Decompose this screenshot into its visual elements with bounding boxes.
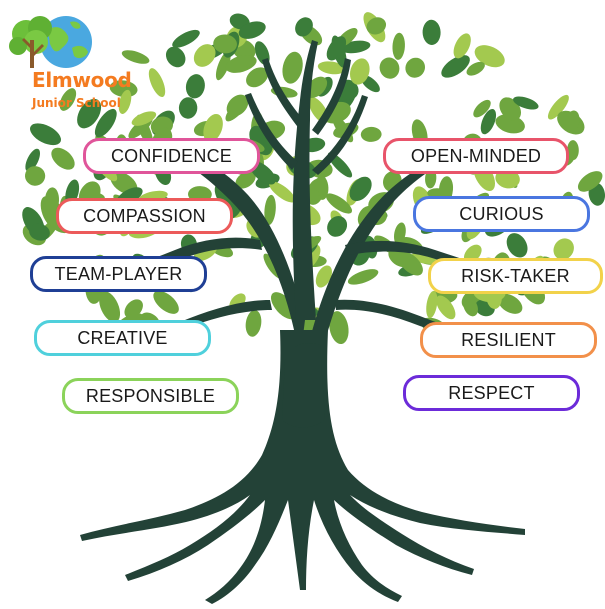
leaf	[185, 74, 205, 99]
leaf	[513, 96, 539, 110]
leaf	[203, 113, 223, 143]
leaf	[360, 126, 382, 142]
leaf	[347, 269, 379, 285]
leaf	[226, 94, 249, 117]
leaf	[547, 94, 569, 120]
leaf	[426, 290, 438, 319]
leaf	[564, 110, 580, 133]
value-pill-resilient: RESILIENT	[420, 322, 597, 358]
leaf	[118, 89, 132, 114]
leaf	[295, 17, 313, 37]
leaf	[473, 99, 491, 118]
leaf	[422, 19, 441, 45]
leaf	[269, 181, 296, 203]
value-label-compassion: COMPASSION	[83, 205, 206, 226]
leaf	[235, 171, 256, 189]
leaf	[553, 238, 574, 260]
leaf	[474, 45, 505, 68]
leaf	[215, 51, 231, 81]
value-label-responsible: RESPONSIBLE	[85, 385, 216, 406]
leaf	[326, 36, 347, 61]
leaf	[317, 61, 346, 75]
value-pill-respect: RESPECT	[403, 375, 580, 411]
leaf	[131, 111, 157, 126]
leaf	[99, 291, 121, 323]
leaf	[148, 68, 166, 98]
value-pill-creative: CREATIVE	[34, 320, 211, 356]
school-logo: Elmwood Junior School	[8, 10, 158, 110]
value-label-risk-taker: RISK-TAKER	[461, 265, 570, 286]
value-pill-risk-taker: RISK-TAKER	[428, 258, 603, 294]
leaf	[121, 50, 150, 64]
value-label-open-minded: OPEN-MINDED	[410, 145, 542, 166]
leaf	[329, 311, 349, 345]
leaf	[436, 295, 456, 320]
leaf	[245, 310, 262, 337]
value-pill-confidence: CONFIDENCE	[83, 138, 260, 174]
value-label-creative: CREATIVE	[77, 327, 168, 348]
leaf	[225, 55, 257, 73]
leaf	[349, 176, 372, 202]
leaf	[165, 46, 186, 68]
value-label-resilient: RESILIENT	[461, 329, 556, 350]
value-pill-team-player: TEAM-PLAYER	[30, 256, 207, 292]
leaf	[366, 17, 387, 35]
leaf	[453, 33, 471, 59]
value-label-respect: RESPECT	[448, 382, 535, 403]
leaf	[213, 34, 237, 54]
leaf	[463, 297, 478, 317]
leaf	[497, 293, 523, 314]
leaf	[94, 108, 117, 138]
leaf	[29, 223, 50, 241]
leaf	[379, 57, 400, 79]
leaf	[172, 29, 200, 48]
leaf	[480, 108, 497, 135]
leaf	[327, 216, 348, 237]
leaf	[405, 57, 426, 78]
leaf	[441, 55, 470, 78]
leaf	[577, 171, 603, 192]
leaf	[246, 67, 269, 88]
value-pill-curious: CURIOUS	[413, 196, 590, 232]
leaf	[466, 61, 485, 76]
leaf	[392, 32, 405, 60]
value-label-confidence: CONFIDENCE	[110, 145, 232, 166]
leaf	[315, 265, 332, 288]
leaf	[282, 51, 303, 84]
school-name: Elmwood	[32, 68, 132, 92]
leaf	[264, 194, 276, 225]
leaf	[59, 88, 77, 111]
leaf	[238, 21, 266, 39]
value-pill-responsible: RESPONSIBLE	[62, 378, 239, 414]
leaf	[178, 97, 198, 119]
leaf	[25, 148, 41, 172]
leaf	[506, 233, 528, 258]
value-label-team-player: TEAM-PLAYER	[54, 263, 183, 284]
value-pill-open-minded: OPEN-MINDED	[383, 138, 569, 174]
value-pill-compassion: COMPASSION	[56, 198, 233, 234]
school-subtitle: Junior School	[32, 96, 121, 110]
leaf	[25, 166, 46, 186]
leaf	[438, 176, 454, 203]
leaf	[51, 147, 75, 170]
leaf	[77, 98, 102, 129]
leaf	[30, 123, 61, 146]
leaf	[193, 44, 216, 67]
value-label-curious: CURIOUS	[459, 203, 544, 224]
leaf	[153, 290, 179, 314]
tree-globe-icon	[9, 16, 92, 68]
leaf	[325, 193, 353, 214]
leaf	[349, 58, 370, 85]
